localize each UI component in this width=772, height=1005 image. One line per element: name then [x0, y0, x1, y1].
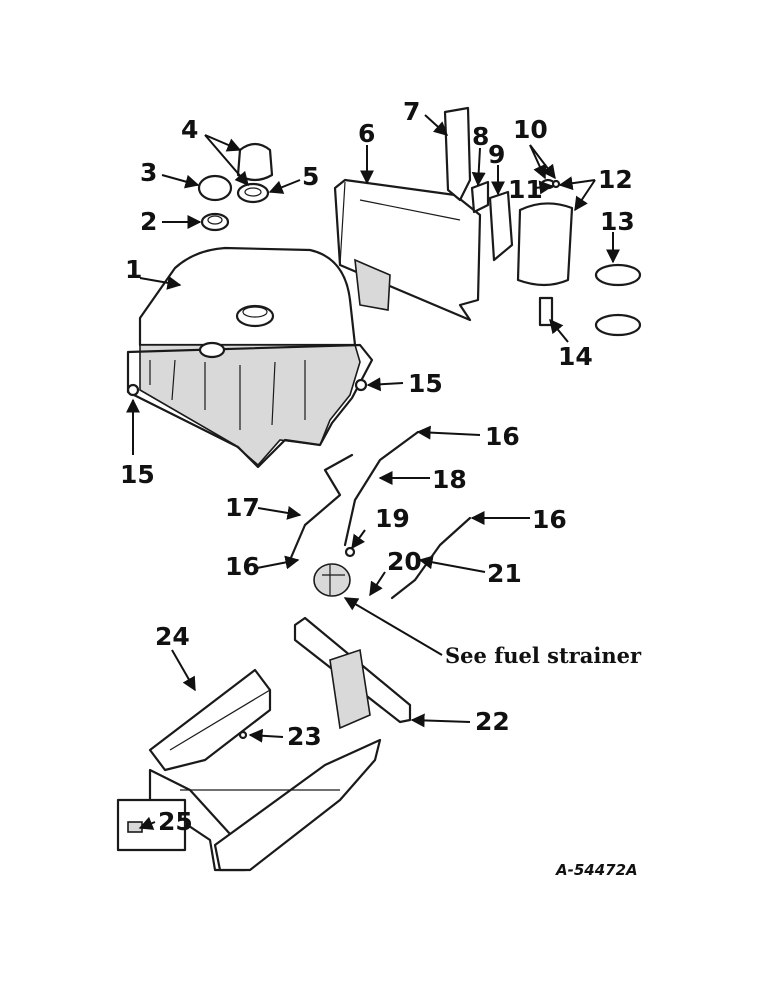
- callout-9: 9: [488, 140, 505, 169]
- part-8: [470, 180, 490, 214]
- callout-11: 11: [508, 175, 543, 204]
- callout-25: 25: [158, 807, 193, 836]
- callout-16-top: 16: [485, 422, 520, 451]
- drawing-code: A-54472A: [555, 861, 638, 879]
- callout-13: 13: [600, 207, 635, 236]
- straps: [594, 263, 642, 337]
- shield-bracket: [333, 178, 482, 322]
- frame-24: [148, 668, 382, 872]
- callout-16-left: 16: [225, 552, 260, 581]
- callout-19: 19: [375, 504, 410, 533]
- part-15-left: [126, 383, 140, 397]
- callout-12: 12: [598, 165, 633, 194]
- callout-23: 23: [287, 722, 322, 751]
- callout-17: 17: [225, 493, 260, 522]
- part-4-cap: [236, 142, 274, 182]
- fuel-pump: [313, 563, 351, 597]
- callout-10: 10: [513, 115, 548, 144]
- part-15-right: [354, 378, 368, 392]
- callout-3: 3: [140, 158, 157, 187]
- callout-1: 1: [125, 255, 142, 284]
- callout-24: 24: [155, 622, 190, 651]
- part-5: [236, 182, 270, 204]
- callout-18: 18: [432, 465, 467, 494]
- callout-8: 8: [472, 122, 489, 151]
- see-fuel-strainer-note: See fuel strainer: [445, 643, 642, 668]
- callout-2: 2: [140, 207, 157, 236]
- plate-22: [293, 616, 412, 730]
- callout-16-right: 16: [532, 505, 567, 534]
- part-11: [551, 179, 561, 189]
- mounting-plates: [443, 106, 514, 262]
- part-3: [197, 174, 233, 202]
- callout-7: 7: [403, 97, 420, 126]
- leader-lines: [126, 114, 620, 830]
- callout-4: 4: [181, 115, 198, 144]
- callout-22: 22: [475, 707, 510, 736]
- part-19: [344, 546, 356, 558]
- callout-20: 20: [387, 547, 422, 576]
- callout-14: 14: [558, 342, 593, 371]
- part-7: [443, 106, 472, 202]
- part-23: [238, 730, 248, 740]
- callout-labels: 1 2 3 4 5 6 7 8 9 10 11 12 13 14 15 15 1…: [120, 97, 642, 879]
- callout-15-left: 15: [120, 460, 155, 489]
- callout-6: 6: [358, 119, 375, 148]
- fuel-tank: [126, 246, 374, 469]
- callout-5: 5: [302, 162, 319, 191]
- filler-cap-parts: [197, 142, 274, 232]
- callout-21: 21: [487, 559, 522, 588]
- callout-15-right: 15: [408, 369, 443, 398]
